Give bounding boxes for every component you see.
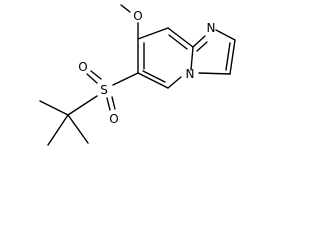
- bond-c8-c8a: [167, 27, 194, 48]
- bond-s-o-top-b: [90, 70, 102, 80]
- bond-c5-c6-inner: [142, 70, 166, 83]
- chemical-structure: O N N S O O: [39, 4, 236, 146]
- bond-c8a-n1-inner: [196, 41, 208, 52]
- atom-sulfonyl-oxygen-bottom: O: [109, 112, 118, 126]
- atom-labels: O N N S O O: [78, 9, 215, 126]
- bond-s-o-bottom-b: [111, 96, 116, 110]
- bond-c6-s: [112, 72, 139, 86]
- atom-sulfonyl-oxygen-top: O: [78, 60, 87, 74]
- bond-c8a-n4: [190, 46, 194, 71]
- bond-n1-c2: [215, 29, 236, 41]
- bond-s-tbutyl: [67, 95, 98, 116]
- bond-c5-c6: [137, 72, 169, 89]
- bond-c8-c8a-inner: [168, 34, 188, 50]
- atom-bridgehead-nitrogen: N: [186, 67, 195, 81]
- atom-sulfur: S: [100, 83, 108, 97]
- atom-imidazole-nitrogen: N: [207, 21, 216, 35]
- bond-tbutyl-methyl-a: [39, 100, 69, 116]
- bond-tbutyl-methyl-b: [47, 114, 69, 146]
- bond-c8a-n1: [192, 35, 206, 48]
- bond-s-o-bottom-a: [106, 97, 111, 111]
- bond-methyl-o: [120, 4, 131, 13]
- bond-c2-c3-inner: [225, 42, 231, 71]
- bond-c7-c8: [137, 27, 169, 40]
- bond-n4-c5: [167, 76, 182, 89]
- bond-c2-c3: [229, 39, 236, 75]
- bond-c3-n4: [198, 72, 231, 75]
- bonds: [39, 4, 236, 146]
- bond-tbutyl-methyl-c: [67, 114, 89, 144]
- atom-methoxy-oxygen: O: [133, 9, 142, 23]
- bond-s-o-top-a: [86, 73, 98, 84]
